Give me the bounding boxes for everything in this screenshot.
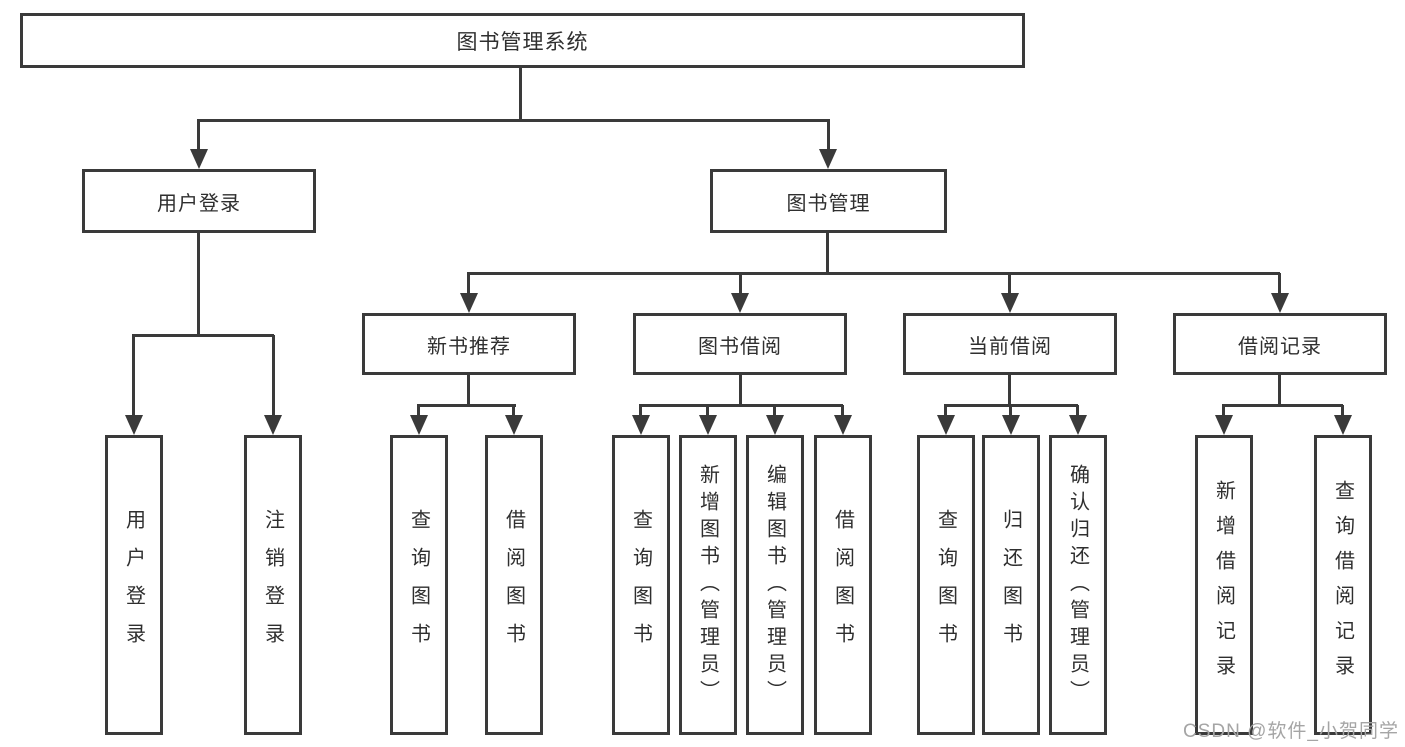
arrowhead-down-icon: [766, 415, 784, 435]
node-new-book-recommend: 新书推荐: [362, 313, 576, 375]
leaf-current-query-books: 查询图书: [917, 435, 975, 735]
arrowhead-down-icon: [819, 149, 837, 169]
connector-line: [272, 335, 275, 418]
arrowhead-down-icon: [731, 293, 749, 313]
connector-line: [417, 405, 420, 418]
connector-line: [826, 233, 829, 274]
connector-line: [639, 405, 642, 418]
arrowhead-down-icon: [190, 149, 208, 169]
arrowhead-down-icon: [505, 415, 523, 435]
arrowhead-down-icon: [460, 293, 478, 313]
leaf-current-return-books: 归还图书: [982, 435, 1040, 735]
arrowhead-down-icon: [1215, 415, 1233, 435]
arrowhead-down-icon: [1001, 293, 1019, 313]
connector-line: [706, 405, 709, 418]
connector-line: [1009, 405, 1012, 418]
leaf-user-login: 用户登录: [105, 435, 163, 735]
arrowhead-down-icon: [125, 415, 143, 435]
leaf-records-add-record: 新增借阅记录: [1195, 435, 1253, 735]
leaf-borrow-edit-books-admin: 编辑图书（管理员）: [746, 435, 804, 735]
leaf-newbook-borrow-books: 借阅图书: [485, 435, 543, 735]
connector-line: [1278, 273, 1281, 296]
leaf-current-confirm-return-admin: 确认归还（管理员）: [1049, 435, 1107, 735]
connector-line: [1278, 375, 1281, 406]
connector-line: [773, 405, 776, 418]
connector-line: [197, 119, 830, 122]
connector-line: [197, 233, 200, 336]
connector-line: [132, 334, 274, 337]
csdn-watermark: CSDN @软件_小贺同学: [1183, 721, 1399, 742]
node-user-login: 用户登录: [82, 169, 316, 233]
node-borrow-records: 借阅记录: [1173, 313, 1387, 375]
arrowhead-down-icon: [264, 415, 282, 435]
arrowhead-down-icon: [1069, 415, 1087, 435]
leaf-borrow-query-books: 查询图书: [612, 435, 670, 735]
connector-line: [739, 375, 742, 406]
connector-line: [132, 335, 135, 418]
arrowhead-down-icon: [937, 415, 955, 435]
leaf-logout: 注销登录: [244, 435, 302, 735]
connector-line: [197, 120, 200, 151]
leaf-records-query-record: 查询借阅记录: [1314, 435, 1372, 735]
connector-line: [841, 405, 844, 418]
connector-line: [944, 405, 947, 418]
connector-line: [1222, 405, 1225, 418]
arrowhead-down-icon: [834, 415, 852, 435]
connector-line: [1076, 405, 1079, 418]
arrowhead-down-icon: [410, 415, 428, 435]
leaf-borrow-add-books-admin: 新增图书（管理员）: [679, 435, 737, 735]
connector-line: [1008, 375, 1011, 406]
arrowhead-down-icon: [1271, 293, 1289, 313]
arrowhead-down-icon: [1334, 415, 1352, 435]
connector-line: [1008, 273, 1011, 296]
node-book-borrow: 图书借阅: [633, 313, 847, 375]
arrowhead-down-icon: [1002, 415, 1020, 435]
connector-line: [467, 272, 1280, 275]
node-book-management: 图书管理: [710, 169, 947, 233]
connector-line: [519, 68, 522, 121]
leaf-newbook-query-books: 查询图书: [390, 435, 448, 735]
connector-line: [512, 405, 515, 418]
connector-line: [467, 273, 470, 296]
leaf-borrow-borrow-books: 借阅图书: [814, 435, 872, 735]
connector-line: [639, 404, 843, 407]
node-current-borrow: 当前借阅: [903, 313, 1117, 375]
connector-line: [1341, 405, 1344, 418]
node-root-library-system: 图书管理系统: [20, 13, 1025, 68]
arrowhead-down-icon: [699, 415, 717, 435]
connector-line: [827, 120, 830, 151]
connector-line: [1222, 404, 1343, 407]
connector-line: [739, 273, 742, 296]
connector-line: [417, 404, 516, 407]
arrowhead-down-icon: [632, 415, 650, 435]
connector-line: [467, 375, 470, 406]
